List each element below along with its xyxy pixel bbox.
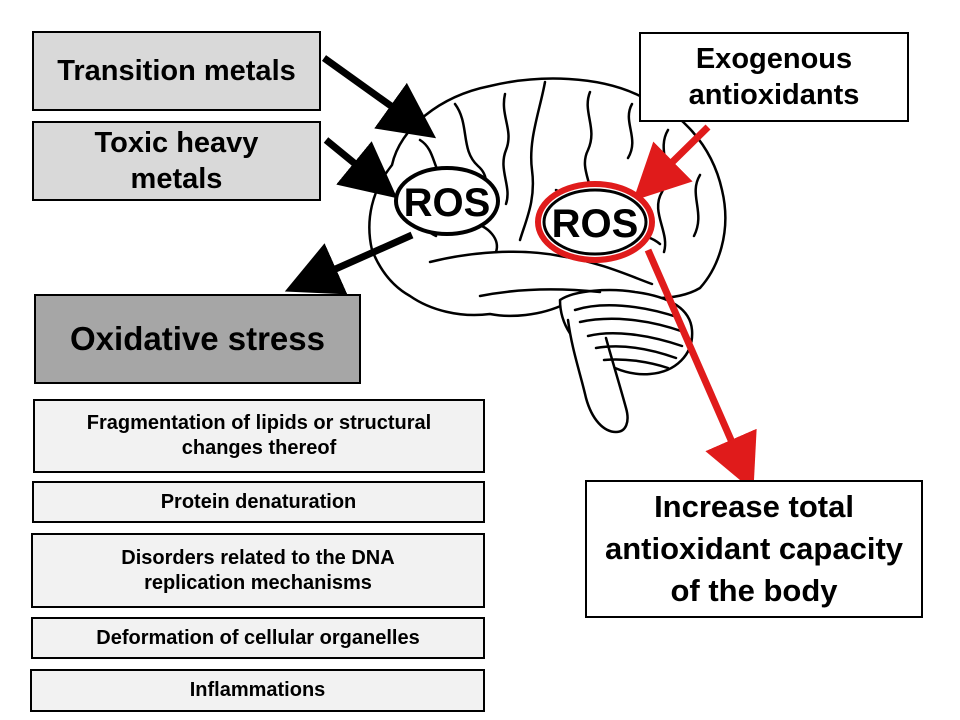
arrow-transition-to-ros <box>321 55 437 139</box>
brain-icon <box>368 77 727 434</box>
arrow-ros-to-outcome <box>644 248 757 492</box>
transition-metals-box: Transition metals <box>32 31 321 111</box>
outcome-label: Increase total antioxidant capacity of t… <box>604 489 904 608</box>
effect-organelle-deformation: Deformation of cellular organelles <box>31 617 485 659</box>
effect-label: Fragmentation of lipids or structural ch… <box>86 412 432 459</box>
effect-lipid-fragmentation: Fragmentation of lipids or structural ch… <box>33 399 485 473</box>
effect-label: Inflammations <box>189 679 326 701</box>
ros-left-ellipse <box>394 166 500 236</box>
effect-label: Deformation of cellular organelles <box>96 626 420 649</box>
ros-right-label: ROS <box>552 202 639 246</box>
ros-right-inner-ellipse <box>542 188 648 256</box>
effect-inflammations: Inflammations <box>30 669 485 712</box>
effect-dna-replication: Disorders related to the DNA replication… <box>31 533 485 608</box>
effect-protein-denaturation: Protein denaturation <box>32 481 485 523</box>
transition-metals-label: Transition metals <box>57 54 296 87</box>
oxidative-stress-box: Oxidative stress <box>34 294 361 384</box>
toxic-heavy-metals-label: Toxic heavy metals <box>94 126 259 195</box>
arrow-toxic-to-ros <box>323 137 398 199</box>
exogenous-antioxidants-box: Exogenous antioxidants <box>639 32 909 122</box>
effect-label: Protein denaturation <box>160 490 357 513</box>
exogenous-antioxidants-label: Exogenous antioxidants <box>688 42 860 111</box>
arrow-exogenous-to-ros <box>633 124 711 201</box>
outcome-box: Increase total antioxidant capacity of t… <box>585 480 923 618</box>
effect-label: Disorders related to the DNA replication… <box>121 546 395 594</box>
arrow-ros-to-stress <box>284 231 414 295</box>
ros-left-label: ROS <box>404 181 491 225</box>
oxidative-stress-label: Oxidative stress <box>70 320 325 358</box>
toxic-heavy-metals-box: Toxic heavy metals <box>32 121 321 201</box>
